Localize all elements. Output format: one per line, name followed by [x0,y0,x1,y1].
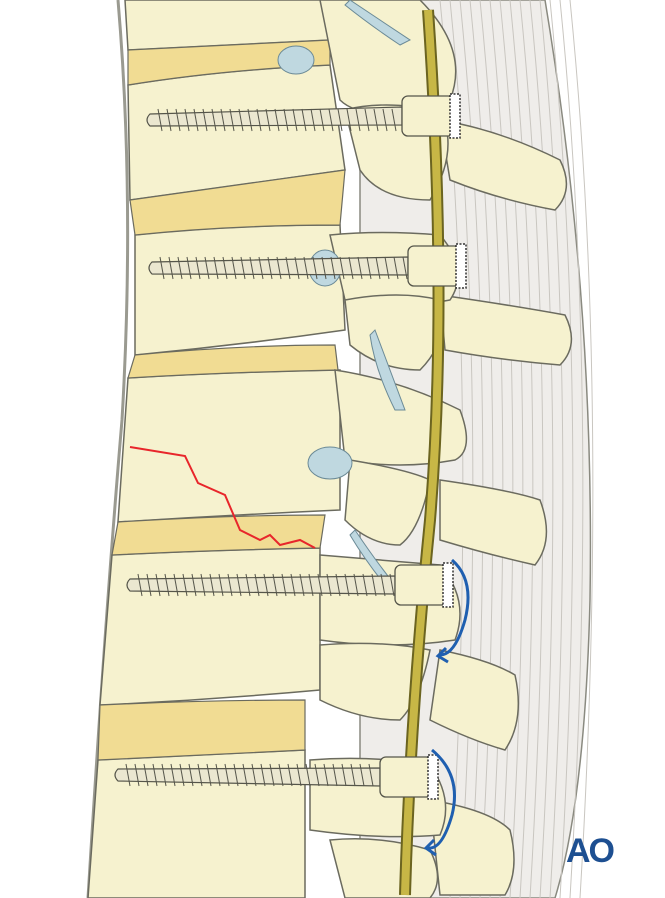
muscle-fiber [449,0,474,898]
pedicle-screw-4 [114,754,439,800]
muscle-fiber [569,0,594,898]
rotation-arrow-1 [439,558,470,657]
posterior-elements [309,0,573,898]
spinous-process-3 [439,479,548,566]
muscle-fibers [439,0,594,898]
lamina-3 [344,459,431,546]
spinous-process-5 [429,799,515,896]
muscle-fiber [559,0,584,898]
rotation-arrows [423,558,470,857]
muscle-fiber [499,0,524,898]
spinous-process-2 [439,294,573,366]
spinous-process-1 [439,119,568,211]
facet-3 [307,446,353,480]
muscle-fiber [459,0,484,898]
muscle-fiber [529,0,554,898]
disc-2 [129,169,346,236]
ligament-flavum-0 [344,0,411,46]
pedicle-screw-3 [126,562,454,608]
disc-5 [97,699,306,761]
spinous-process-4 [429,649,520,751]
muscle-fiber [509,0,534,898]
muscle-fiber [539,0,564,898]
rotation-arrow-2-head [423,838,437,857]
ligament-flavum-1 [369,329,406,411]
disc-4 [111,514,326,556]
muscle-fiber [519,0,544,898]
intervertebral-discs [97,39,346,761]
vertebra-body-3-fractured [117,369,341,523]
muscle-fiber [469,0,494,898]
facet-1 [277,45,315,75]
lamina-5 [329,838,439,898]
vertebra-body-2 [134,224,346,356]
pedicle-screws [114,93,467,800]
vertebra-body-4 [99,547,321,706]
fracture-line [129,446,316,549]
rotation-arrow-2 [427,748,456,850]
muscle-fiber [479,0,504,898]
ao-logo: AO [566,832,615,870]
rotation-arrow-1-head [435,646,449,664]
pedicle-screw-2 [148,243,467,289]
disc-1 [127,39,331,86]
muscle-fiber [549,0,574,898]
muscle-fiber [489,0,514,898]
pedicle-screw-1 [146,93,461,139]
